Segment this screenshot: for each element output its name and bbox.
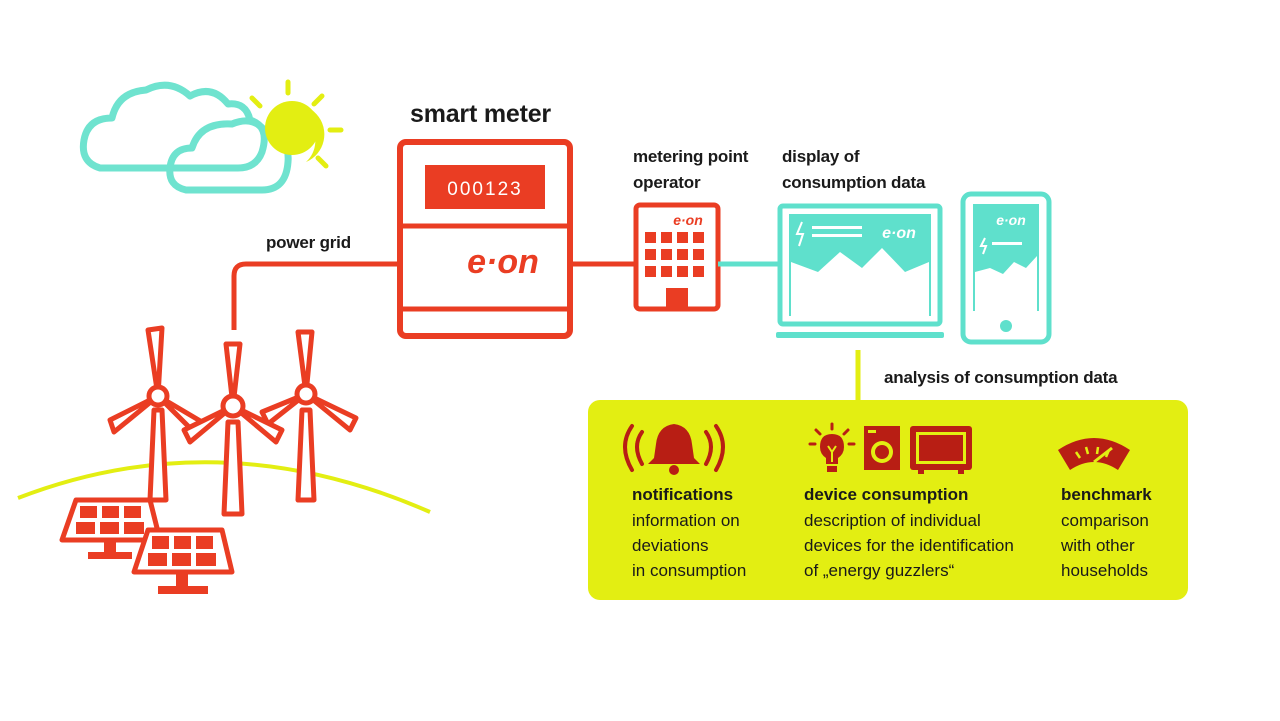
analysis-label: analysis of consumption data — [884, 368, 1118, 387]
phone-eon-logo: e·on — [996, 212, 1026, 228]
notifications-desc-line: in consumption — [632, 561, 747, 580]
device-consumption-desc-line: description of individual — [804, 511, 981, 530]
operator-label-line2: operator — [633, 173, 701, 192]
benchmark-desc-line: comparison — [1061, 511, 1149, 530]
gauge-icon — [1058, 438, 1130, 470]
analysis-panel: notifications information on deviations … — [588, 400, 1188, 600]
smart-meter-icon: 000123 e·on — [397, 139, 573, 339]
benchmark-desc-line: households — [1061, 561, 1148, 580]
device-consumption-desc-line: devices for the identification — [804, 536, 1014, 555]
benchmark-desc-line: with other — [1061, 536, 1135, 555]
meter-eon-logo: e·on — [467, 243, 539, 281]
benchmark-title: benchmark — [1061, 485, 1152, 504]
device-consumption-desc-line: of „energy guzzlers“ — [804, 561, 955, 580]
operator-building-icon: e·on — [633, 202, 721, 312]
power-grid-line — [231, 261, 402, 330]
cloud-icon — [79, 81, 292, 194]
device-consumption-title: device consumption — [804, 485, 969, 504]
hill-line — [17, 460, 431, 514]
bell-icon — [623, 424, 725, 475]
smart-meter-title: smart meter — [410, 100, 551, 128]
power-grid-label: power grid — [266, 233, 351, 252]
display-label-line2: consumption data — [782, 173, 926, 192]
notifications-desc-line: information on — [632, 511, 740, 530]
notifications-desc-line: deviations — [632, 536, 709, 555]
solar-panels-icon — [59, 497, 235, 594]
wind-turbines-icon — [107, 325, 359, 517]
sun-icon — [249, 79, 344, 169]
monitor-eon-logo: e·on — [882, 225, 916, 242]
operator-label-line1: metering point — [633, 147, 749, 166]
meter-reading: 000123 — [447, 179, 522, 200]
monitor-icon: e·on — [776, 203, 944, 338]
display-label-line1: display of — [782, 147, 860, 166]
operator-eon-logo: e·on — [673, 212, 703, 228]
appliances-icon — [808, 422, 972, 474]
phone-icon: e·on — [960, 191, 1052, 345]
notifications-title: notifications — [632, 485, 734, 504]
